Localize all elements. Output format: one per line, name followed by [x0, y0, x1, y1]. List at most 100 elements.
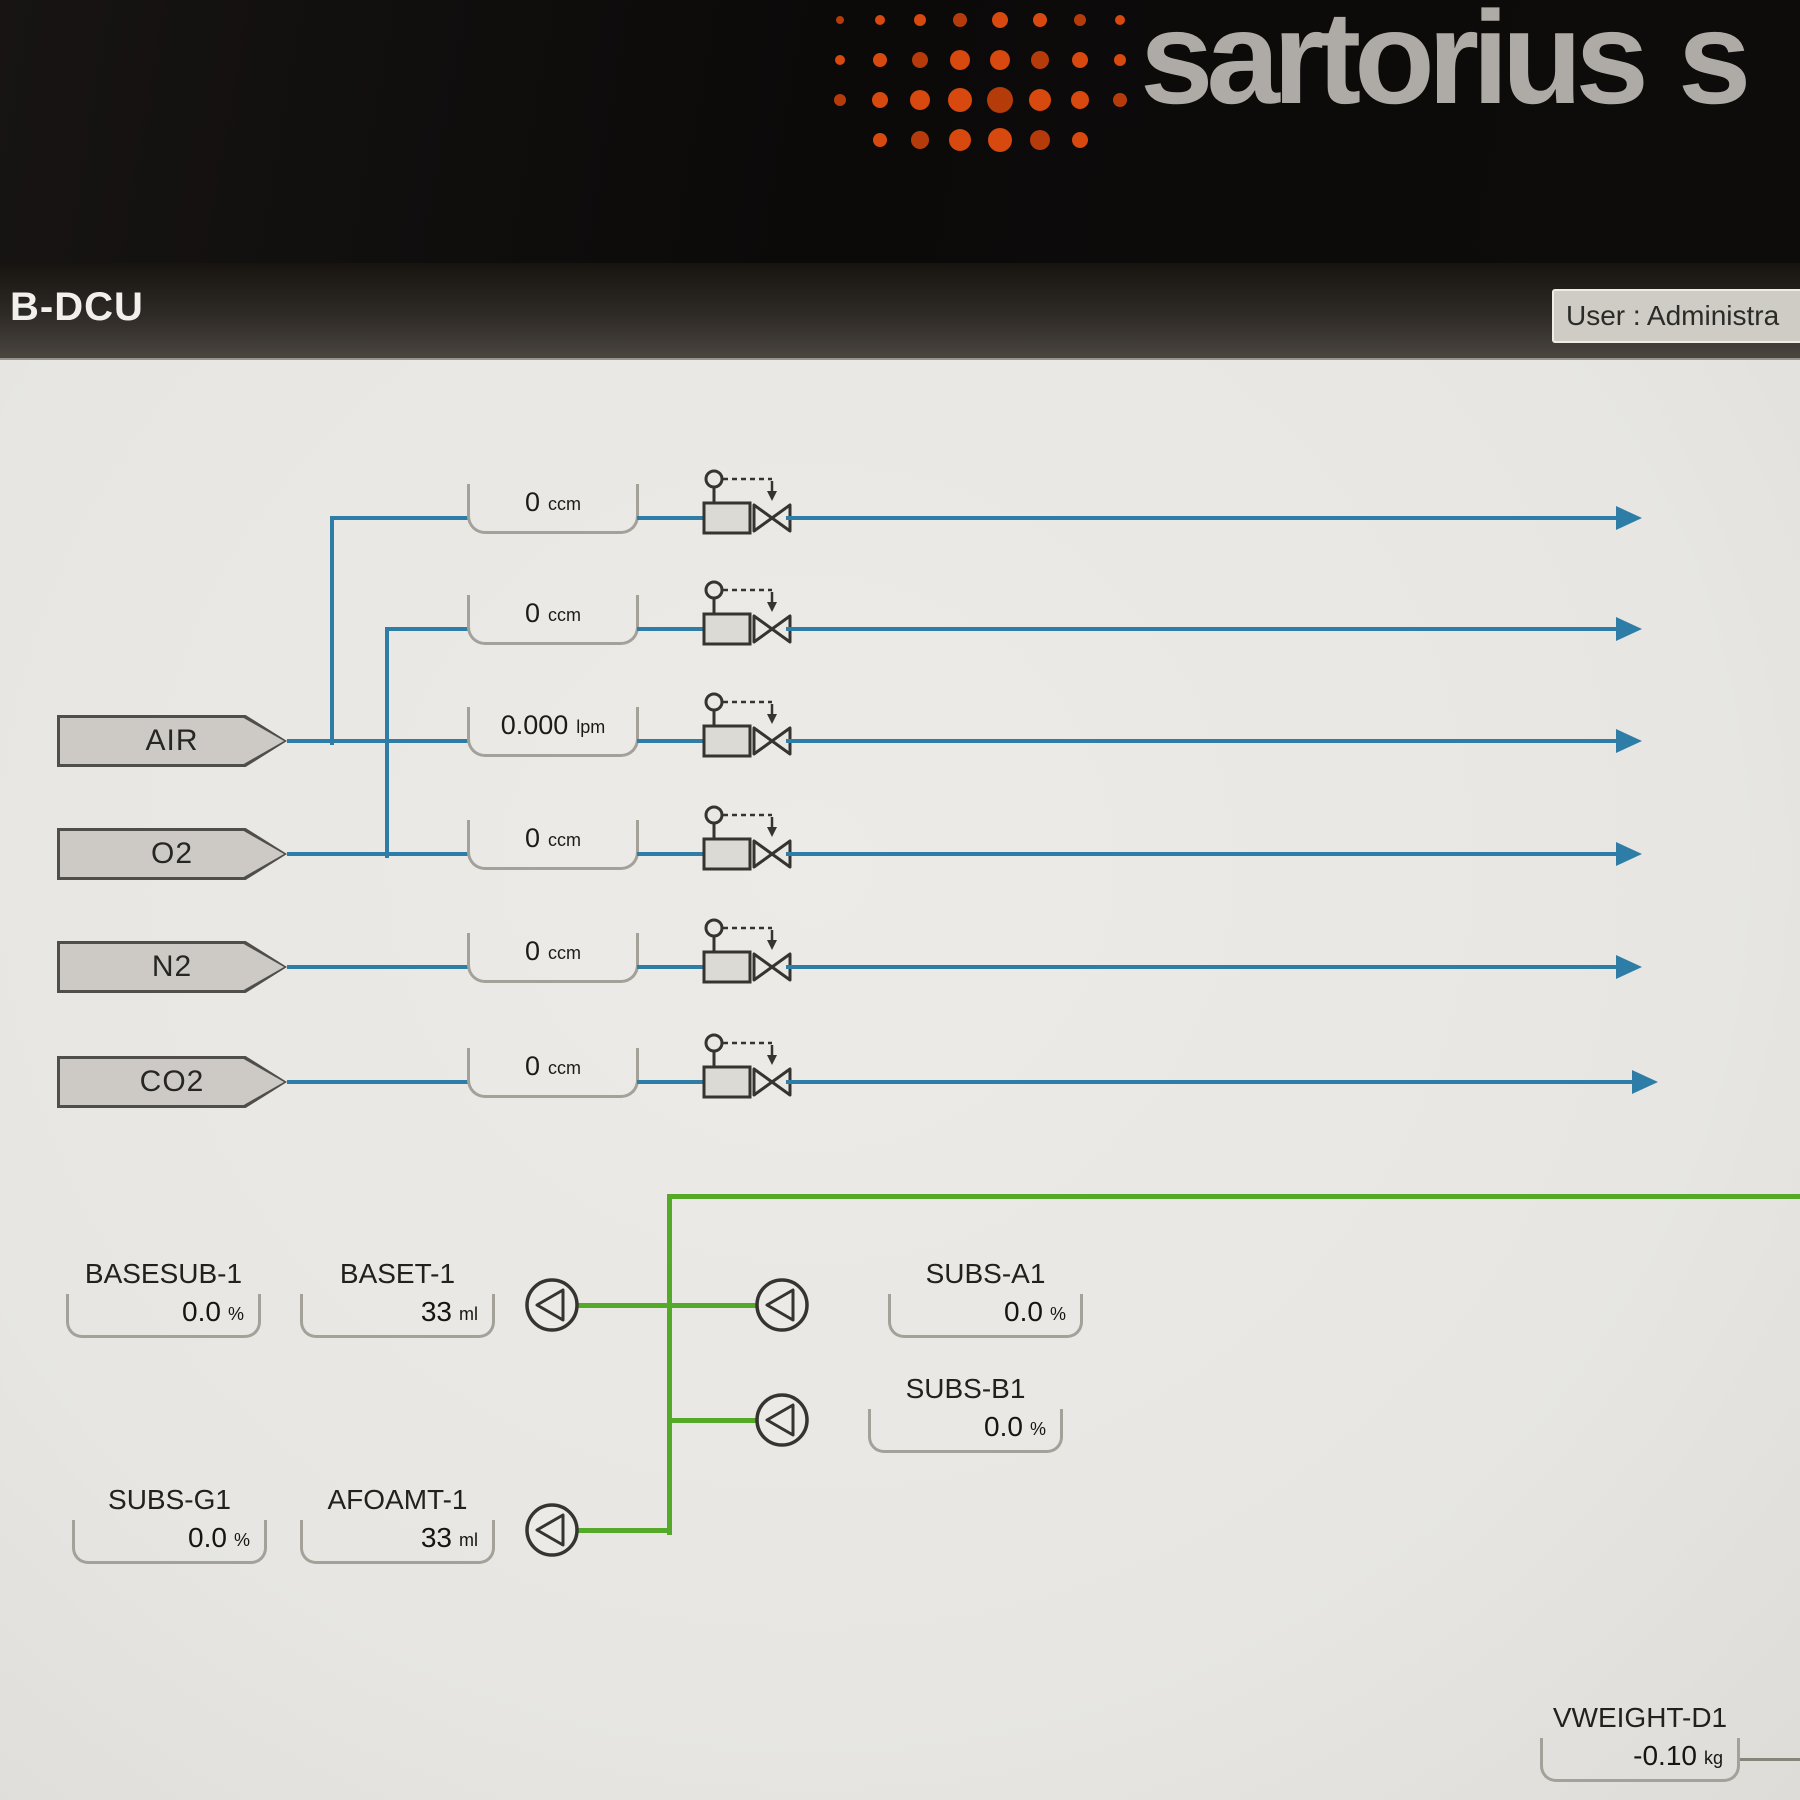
pump-icon-subs-b — [755, 1393, 809, 1447]
channel-unit: % — [1049, 1304, 1066, 1324]
channel-value-display[interactable]: 0.0 % — [868, 1409, 1063, 1453]
gas-tag-co2: CO2 — [57, 1056, 287, 1108]
brand-dots-pattern — [834, 12, 1127, 152]
channel-afoamt-1: AFOAMT-1 33 ml — [300, 1482, 495, 1564]
pump-icon-subs-a — [755, 1278, 809, 1332]
gas-pipe-segment — [287, 1080, 469, 1084]
gas-pipe-segment — [637, 516, 710, 520]
channel-value: 0.0 — [182, 1296, 221, 1327]
gas-pipe-segment — [637, 739, 710, 743]
channel-value-display[interactable]: -0.10 kg — [1540, 1738, 1740, 1782]
gas-pipe-segment — [786, 627, 1618, 631]
gas-tag-n2: N2 — [57, 941, 287, 993]
gas-tag-label: CO2 — [139, 1065, 205, 1098]
flow-indicator-2[interactable]: 0 ccm — [467, 595, 639, 645]
channel-unit: % — [1029, 1419, 1046, 1439]
channel-value-display[interactable]: 33 ml — [300, 1294, 495, 1338]
gas-pipe-segment — [637, 1080, 710, 1084]
channel-unit: kg — [1703, 1748, 1723, 1768]
channel-name: BASESUB-1 — [84, 1258, 243, 1289]
gas-pipe-segment — [287, 965, 469, 969]
valve-icon — [702, 1033, 792, 1099]
channel-value-display[interactable]: 0.0 % — [66, 1294, 261, 1338]
channel-vweight-d1: VWEIGHT-D1 -0.10 kg — [1540, 1700, 1740, 1782]
channel-name: SUBS-B1 — [905, 1373, 1026, 1404]
flow-value: 0 — [524, 487, 541, 517]
gas-pipe-segment — [287, 739, 469, 743]
gas-pipe-segment — [786, 739, 1618, 743]
channel-value: 0.0 — [1004, 1296, 1043, 1327]
channel-subs-b1: SUBS-B1 0.0 % — [868, 1371, 1063, 1453]
flow-arrow-icon — [1616, 617, 1642, 641]
channel-baset-1: BASET-1 33 ml — [300, 1256, 495, 1338]
flow-unit: ccm — [548, 605, 582, 625]
flow-unit: lpm — [576, 717, 606, 737]
gas-pipe-segment — [786, 1080, 1634, 1084]
liquid-pipe-segment — [576, 1303, 671, 1308]
channel-subs-a1: SUBS-A1 0.0 % — [888, 1256, 1083, 1338]
channel-value-display[interactable]: 0.0 % — [72, 1520, 267, 1564]
flow-unit: ccm — [548, 830, 582, 850]
liquid-pipe-main — [667, 1194, 1800, 1199]
channel-value: 33 — [420, 1296, 452, 1327]
channel-unit: % — [227, 1304, 244, 1324]
gas-tag-o2: O2 — [57, 828, 287, 880]
channel-name: VWEIGHT-D1 — [1552, 1702, 1728, 1733]
flow-indicator-1[interactable]: 0 ccm — [467, 484, 639, 534]
gas-pipe-branch-air — [330, 516, 334, 745]
channel-name: SUBS-G1 — [108, 1484, 231, 1515]
liquid-pipe-segment — [668, 1418, 756, 1423]
weight-link-line — [1740, 1758, 1800, 1761]
channel-name: SUBS-A1 — [925, 1258, 1046, 1289]
gas-tag-label: AIR — [145, 724, 199, 757]
flow-arrow-icon — [1616, 955, 1642, 979]
channel-subs-g1: SUBS-G1 0.0 % — [72, 1482, 267, 1564]
flow-value: 0.000 — [500, 710, 569, 740]
valve-icon — [702, 692, 792, 758]
liquid-pipe-riser — [667, 1194, 672, 1535]
channel-name: AFOAMT-1 — [327, 1484, 468, 1515]
channel-value-display[interactable]: 0.0 % — [888, 1294, 1083, 1338]
flow-arrow-icon — [1632, 1070, 1658, 1094]
pump-icon-afoamt — [525, 1503, 579, 1557]
gas-tag-label: O2 — [150, 837, 194, 870]
app-title: B-DCU — [10, 285, 144, 329]
gas-pipe-segment — [637, 627, 710, 631]
channel-unit: ml — [459, 1530, 478, 1550]
gas-pipe-segment — [385, 627, 469, 631]
flow-arrow-icon — [1616, 842, 1642, 866]
valve-icon — [702, 469, 792, 535]
gas-pipe-segment — [637, 852, 710, 856]
flow-indicator-4[interactable]: 0 ccm — [467, 820, 639, 870]
flow-value: 0 — [524, 1051, 541, 1081]
flow-indicator-5[interactable]: 0 ccm — [467, 933, 639, 983]
channel-unit: % — [233, 1530, 250, 1550]
gas-pipe-segment — [287, 852, 469, 856]
liquid-pipe-segment — [576, 1528, 671, 1533]
channel-value: 0.0 — [188, 1522, 227, 1553]
flow-value: 0 — [524, 598, 541, 628]
flow-indicator-3[interactable]: 0.000 lpm — [467, 707, 639, 757]
gas-tag-label: N2 — [151, 950, 193, 983]
valve-icon — [702, 805, 792, 871]
flow-arrow-icon — [1616, 729, 1642, 753]
user-label: User : Administra — [1566, 300, 1780, 331]
channel-value: 0.0 — [984, 1411, 1023, 1442]
flow-indicator-6[interactable]: 0 ccm — [467, 1048, 639, 1098]
flow-arrow-icon — [1616, 506, 1642, 530]
gas-pipe-segment — [786, 516, 1618, 520]
channel-value: 33 — [420, 1522, 452, 1553]
channel-value: -0.10 — [1633, 1740, 1697, 1771]
liquid-pipe-segment — [668, 1303, 756, 1308]
pump-icon-baset — [525, 1278, 579, 1332]
title-bar: B-DCU User : Administra — [0, 263, 1800, 360]
channel-value-display[interactable]: 33 ml — [300, 1520, 495, 1564]
valve-icon — [702, 580, 792, 646]
channel-unit: ml — [459, 1304, 478, 1324]
valve-icon — [702, 918, 792, 984]
channel-basesub-1: BASESUB-1 0.0 % — [66, 1256, 261, 1338]
user-button[interactable]: User : Administra — [1552, 289, 1800, 343]
flow-value: 0 — [524, 936, 541, 966]
